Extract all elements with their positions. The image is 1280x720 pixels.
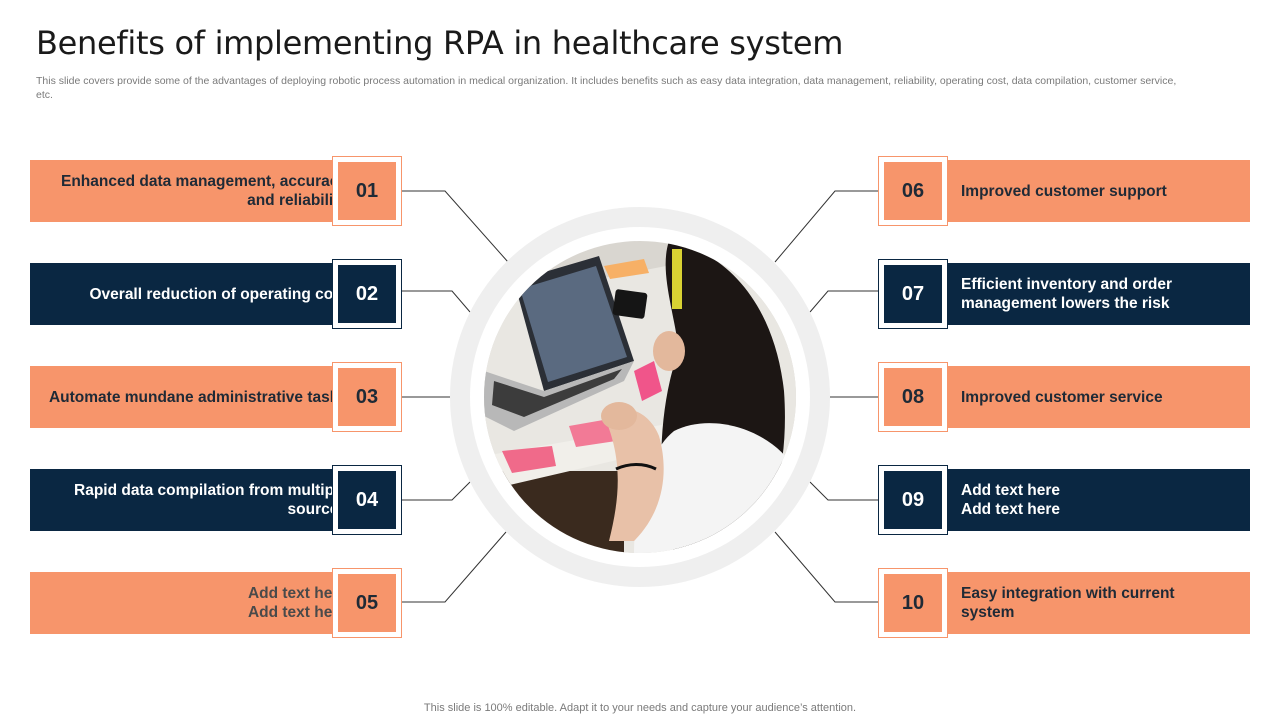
benefit-06-text: Improved customer support [961,182,1167,200]
benefit-04-bar: Rapid data compilation from multiple sou… [30,469,365,531]
benefit-03-bar: Automate mundane administrative tasks [30,366,365,428]
benefit-07-number: 07 [884,265,942,323]
benefit-07-bar: Efficient inventory and order management… [915,263,1250,325]
benefit-02-number-box: 02 [332,259,402,329]
benefit-04-number: 04 [338,471,396,529]
connector-01 [402,190,509,263]
benefit-05-text: Add text here Add text here [247,585,347,621]
benefit-03-text: Automate mundane administrative tasks [48,388,347,406]
benefit-08-number: 08 [884,368,942,426]
slide-footer: This slide is 100% editable. Adapt it to… [423,702,857,714]
connector-10 [774,531,879,603]
benefit-08-bar: Improved customer service [915,366,1250,428]
connector-06 [774,190,879,263]
connector-09 [809,481,879,501]
benefit-01-bar: Enhanced data management, accuracy and r… [30,160,365,222]
benefit-08-text: Improved customer service [961,388,1163,406]
slide-subtitle: This slide covers provide some of the ad… [36,75,1177,101]
benefit-04-number-box: 04 [332,465,402,535]
benefit-10-number-box: 10 [878,568,948,638]
benefit-05-number-box: 05 [332,568,402,638]
benefit-02-bar: Overall reduction of operating cost [30,263,365,325]
benefit-09-text: Add text here Add text here [961,482,1061,518]
benefit-09-number: 09 [884,471,942,529]
benefit-06-number-box: 06 [878,156,948,226]
connector-05 [402,531,507,603]
benefit-02-number: 02 [338,265,396,323]
benefit-06-number: 06 [884,162,942,220]
connector-04 [402,481,471,501]
benefit-07-text: Efficient inventory and order management… [961,276,1173,312]
benefit-04-text: Rapid data compilation from multiple sou… [74,482,347,518]
benefit-10-number: 10 [884,574,942,632]
benefit-06-bar: Improved customer support [915,160,1250,222]
office-worker-photo-icon [484,241,796,553]
benefit-05-bar: Add text here Add text here [30,572,365,634]
slide-title: Benefits of implementing RPA in healthca… [36,24,844,62]
benefit-01-number: 01 [338,162,396,220]
benefit-07-number-box: 07 [878,259,948,329]
benefit-03-number-box: 03 [332,362,402,432]
benefit-10-bar: Easy integration with current system [915,572,1250,634]
benefit-05-number: 05 [338,574,396,632]
connector-02 [402,290,471,313]
benefit-03-number: 03 [338,368,396,426]
benefit-10-text: Easy integration with current system [961,585,1175,621]
connector-07 [809,290,879,313]
benefit-01-text: Enhanced data management, accuracy and r… [60,173,347,209]
benefit-02-text: Overall reduction of operating cost [89,285,347,303]
benefit-09-number-box: 09 [878,465,948,535]
benefit-01-number-box: 01 [332,156,402,226]
benefit-09-bar: Add text here Add text here [915,469,1250,531]
benefit-08-number-box: 08 [878,362,948,432]
